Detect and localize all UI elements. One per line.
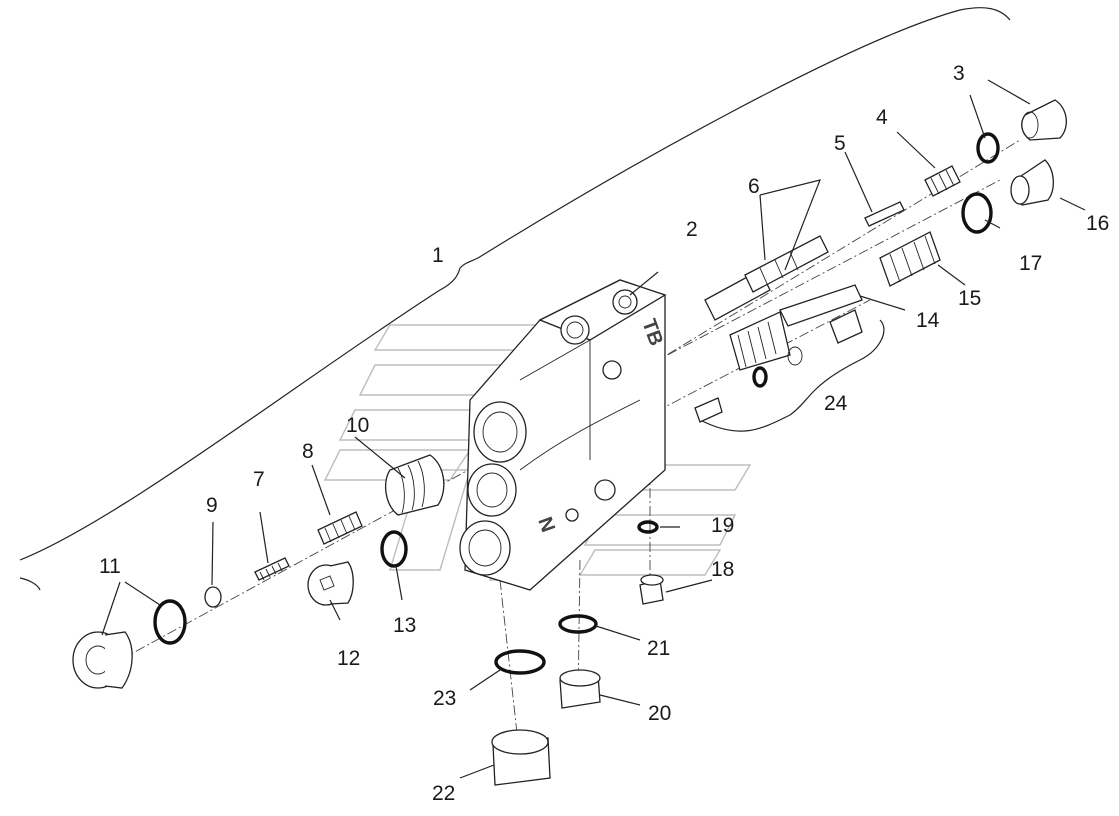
- callout-17: 17: [1019, 252, 1042, 275]
- leader-lines: [101, 79, 1086, 779]
- part-23-oring: [494, 649, 546, 675]
- callout-24: 24: [824, 392, 848, 415]
- callout-3: 3: [953, 62, 965, 85]
- part-9-washer: [204, 586, 222, 608]
- callout-11: 11: [99, 555, 121, 578]
- callout-16: 16: [1086, 212, 1109, 235]
- callout-19: 19: [711, 514, 734, 537]
- callout-5: 5: [834, 132, 846, 155]
- part-7-spring: [254, 557, 290, 581]
- part-11-plug: [72, 631, 133, 689]
- part-10-oring: [153, 599, 187, 645]
- callout-4: 4: [876, 106, 888, 129]
- callout-10: 10: [346, 414, 369, 437]
- callout-2: 2: [686, 218, 698, 241]
- callout-9: 9: [206, 494, 218, 517]
- part-13-oring: [380, 530, 408, 568]
- callout-12: 12: [337, 647, 360, 670]
- part-20-plug: [559, 669, 601, 709]
- valve-body: TB N: [459, 279, 667, 591]
- part-3-cap: [1021, 99, 1067, 141]
- part-12-plug: [307, 561, 354, 606]
- callout-18: 18: [711, 558, 734, 581]
- callout-21: 21: [647, 637, 670, 660]
- part-22-plug: [491, 729, 551, 786]
- part-15-spring: [879, 231, 941, 287]
- part-24-kit: [694, 309, 863, 423]
- callout-6: 6: [748, 175, 760, 198]
- callout-20: 20: [648, 702, 671, 725]
- callout-1: 1: [432, 244, 444, 267]
- part-3-oring: [976, 132, 1000, 164]
- part-21-oring: [558, 614, 598, 634]
- callout-13: 13: [393, 614, 416, 637]
- callout-8: 8: [302, 440, 314, 463]
- part-17-oring: [961, 192, 993, 234]
- bracket-24: [699, 319, 885, 432]
- part-4-spring: [924, 165, 961, 197]
- part-16-plug: [1010, 159, 1054, 206]
- part-5-pin: [864, 201, 905, 227]
- part-10-adjuster: [384, 454, 445, 516]
- part-6-spool: [704, 235, 829, 321]
- part-18-plug: [639, 574, 664, 605]
- callout-23: 23: [433, 687, 456, 710]
- part-14-spool: [729, 284, 863, 371]
- part-19-oring: [637, 520, 659, 534]
- part-8-spring: [317, 511, 363, 545]
- port-marking-n: N: [533, 514, 559, 535]
- callout-22: 22: [432, 782, 455, 805]
- callout-15: 15: [958, 287, 981, 310]
- callout-14: 14: [916, 309, 940, 332]
- callout-7: 7: [253, 468, 265, 491]
- callout-labels: 1 2 3 4 5 6 7 8 9 10 11 12 13 14 15 16 1…: [99, 62, 1109, 805]
- assembly-bracket: [19, 7, 1011, 591]
